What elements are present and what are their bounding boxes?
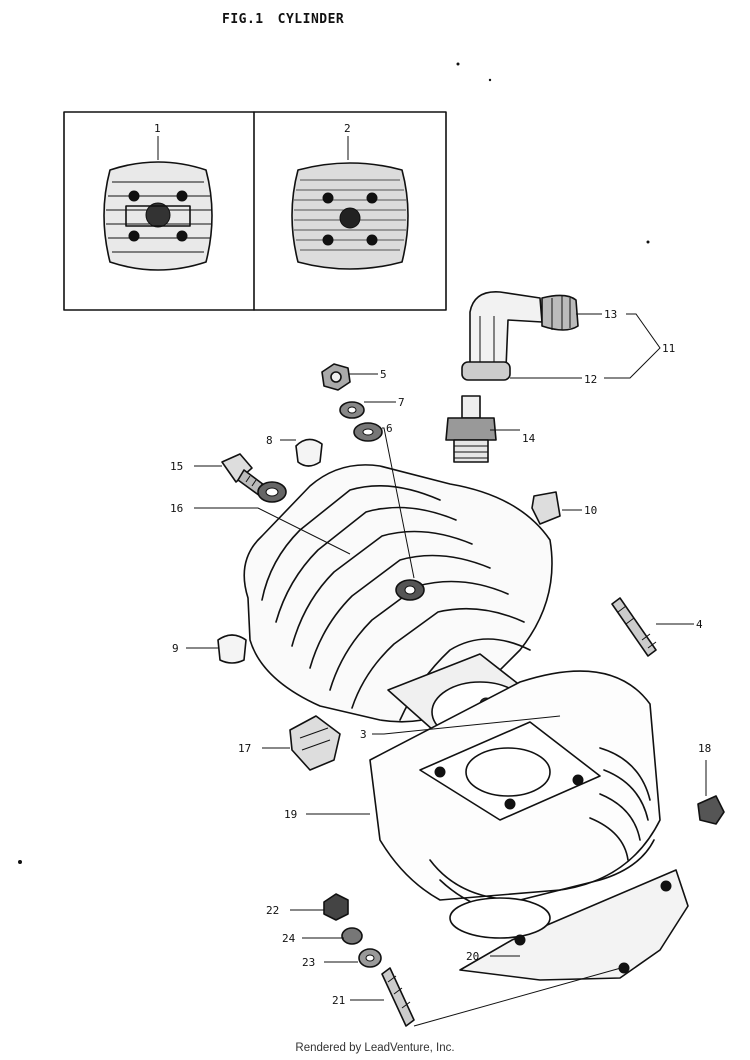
scan-specks <box>18 62 650 864</box>
callout-9[interactable]: 9 <box>172 642 179 655</box>
callout-11[interactable]: 11 <box>662 342 675 355</box>
stud-bolt-21[interactable] <box>381 967 415 1027</box>
rubber-cap-18[interactable] <box>697 795 725 825</box>
spark-plug[interactable] <box>445 395 497 463</box>
washer-6[interactable] <box>353 422 383 442</box>
callout-3[interactable]: 3 <box>360 728 367 741</box>
washer-23[interactable] <box>358 948 382 968</box>
callout-12[interactable]: 12 <box>584 373 597 386</box>
head-variants-inset: 1 2 <box>63 111 447 311</box>
callout-14[interactable]: 14 <box>522 432 536 445</box>
callout-16[interactable]: 16 <box>170 502 183 515</box>
plug-gasket[interactable] <box>257 481 287 503</box>
callout-15[interactable]: 15 <box>170 460 183 473</box>
callout-6[interactable]: 6 <box>386 422 393 435</box>
figure-title: FIG.1 CYLINDER <box>222 12 344 27</box>
head-nut[interactable] <box>321 363 351 391</box>
callout-24[interactable]: 24 <box>282 932 296 945</box>
callout-8[interactable]: 8 <box>266 434 273 447</box>
rubber-cap-8[interactable] <box>295 438 323 467</box>
inset-label-1[interactable]: 1 <box>154 122 161 135</box>
washer-24[interactable] <box>341 927 363 945</box>
inset-label-2[interactable]: 2 <box>344 122 351 135</box>
callout-20[interactable]: 20 <box>466 950 479 963</box>
rubber-cap-10[interactable] <box>531 491 561 525</box>
callout-5[interactable]: 5 <box>380 368 387 381</box>
rubber-cap-17[interactable] <box>289 715 341 771</box>
figure-number: FIG.1 <box>222 12 264 27</box>
figure-name: CYLINDER <box>277 12 345 27</box>
callout-4[interactable]: 4 <box>696 618 703 631</box>
callout-19[interactable]: 19 <box>284 808 297 821</box>
callout-13[interactable]: 13 <box>604 308 617 321</box>
callout-17[interactable]: 17 <box>238 742 251 755</box>
stud-bolt-4[interactable] <box>611 597 657 657</box>
inset-frame <box>63 111 447 311</box>
base-gasket[interactable] <box>449 869 689 981</box>
callout-22[interactable]: 22 <box>266 904 279 917</box>
cylinder-head-variant-1[interactable] <box>103 161 213 271</box>
base-nut[interactable] <box>323 893 349 921</box>
leader-lines <box>186 313 707 1027</box>
callout-23[interactable]: 23 <box>302 956 315 969</box>
footer-credit: Rendered by LeadVenture, Inc. <box>295 1042 455 1054</box>
callout-7[interactable]: 7 <box>398 396 405 409</box>
callout-21[interactable]: 21 <box>332 994 345 1007</box>
callout-18[interactable]: 18 <box>698 742 711 755</box>
washer-7[interactable] <box>339 401 365 419</box>
cylinder-head-variant-2[interactable] <box>291 162 409 270</box>
callout-numbers: 13 11 12 14 5 7 6 8 15 16 10 9 4 3 17 18… <box>170 308 711 1007</box>
spark-plug-cap-assembly[interactable] <box>461 291 579 381</box>
callout-10[interactable]: 10 <box>584 504 597 517</box>
rubber-cap-9[interactable] <box>217 634 247 664</box>
